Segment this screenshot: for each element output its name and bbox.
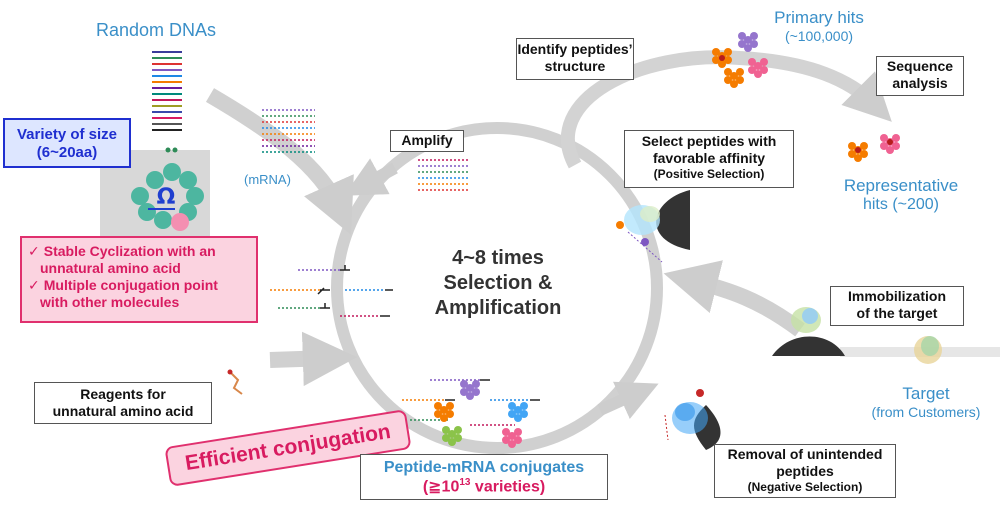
conjugates-line1: Peptide-mRNA conjugates (383, 459, 585, 476)
removal-box: Removal of unintended peptides (Negative… (714, 444, 896, 498)
cycle-label-line1: 4~8 times (452, 247, 544, 269)
selection-cycle-ring (331, 122, 663, 454)
representative-hits-label: Representative hits (~200) (826, 176, 976, 214)
variety-line1: Variety of size (16, 126, 118, 143)
representative-hits-peptides (848, 134, 900, 162)
mrna-label: (mRNA) (244, 172, 291, 187)
feature-2-line1: Multiple conjugation point (43, 277, 218, 293)
identify-line1: Identify peptides’ (517, 41, 633, 57)
conjugates-box: Peptide-mRNA conjugates (≧1013 varieties… (360, 454, 608, 500)
feature-item-1: ✓Stable Cyclization with an (28, 243, 250, 260)
identify-line2: structure (544, 57, 606, 74)
cyclic-peptide-icon: Ω (131, 147, 204, 231)
sequence-line1: Sequence (886, 58, 954, 74)
reagent-molecule-icon (227, 369, 243, 395)
removal-line1: Removal of unintended (727, 446, 883, 462)
feature-1-line2: unnatural amino acid (40, 260, 181, 276)
protein-negative-icon (664, 389, 708, 441)
cycle-arrow-right (597, 381, 659, 419)
dna-input-arrow (205, 88, 354, 235)
representative-line2: hits (~200) (862, 196, 940, 213)
amplify-box: Amplify (390, 130, 464, 152)
feature-1-line1: Stable Cyclization with an (43, 243, 216, 259)
select-line2: favorable affinity (652, 149, 766, 166)
conjugates-exponent: 13 (459, 477, 471, 489)
cycle-label-line2: Selection & (443, 272, 553, 294)
features-box: ✓Stable Cyclization with an unnatural am… (20, 236, 258, 323)
select-line1: Select peptides with (641, 133, 777, 149)
representative-line1: Representative (843, 176, 959, 195)
protein-immobilized-icon (791, 307, 821, 333)
target-line1: Target (902, 384, 950, 403)
constructs-left (270, 265, 393, 317)
conjugate-peptides (434, 380, 528, 448)
reagent-input-arrow (269, 331, 358, 387)
reagents-line1: Reagents for (80, 386, 166, 402)
target-input-arrow (663, 260, 805, 337)
mrna-strands (262, 109, 315, 153)
random-dna-strands (152, 51, 182, 131)
conjugates-line2: (≧1013 varieties) (361, 477, 607, 497)
feature-item-2: ✓Multiple conjugation point (28, 277, 250, 294)
svg-text:Ω: Ω (157, 185, 176, 210)
positive-selection-bead (656, 190, 690, 250)
removal-line3: (Negative Selection) (747, 479, 863, 494)
amplify-label: Amplify (401, 132, 453, 148)
conjugate-strands (402, 379, 540, 426)
protein-target-icon (914, 336, 942, 364)
reagents-box: Reagents for unnatural amino acid (34, 382, 212, 424)
immobilization-bead (772, 336, 845, 356)
target-label: Target (from Customers) (858, 384, 994, 420)
immobilization-box: Immobilization of the target (830, 286, 964, 326)
primary-hits-peptides (712, 32, 768, 88)
amplify-strands (418, 159, 470, 191)
primary-hits-line1: Primary hits (774, 8, 864, 27)
reagents-line2: unnatural amino acid (52, 402, 194, 419)
sequence-line2: analysis (892, 74, 948, 91)
sequence-box: Sequence analysis (876, 56, 964, 96)
cycle-label-line3: Amplification (434, 297, 562, 319)
protein-positive-icon (616, 205, 663, 263)
immobilization-line2: of the target (856, 304, 938, 321)
select-box: Select peptides with favorable affinity … (624, 130, 794, 188)
identify-box: Identify peptides’ structure (516, 38, 634, 80)
check-icon: ✓ (28, 277, 40, 293)
cycle-label: 4~8 times Selection & Amplification (418, 246, 578, 321)
removal-line2: peptides (776, 462, 834, 479)
variety-box: Variety of size (6~20aa) (3, 118, 131, 168)
check-icon: ✓ (28, 243, 40, 259)
primary-hits-label: Primary hits (~100,000) (764, 8, 874, 44)
conjugates-suffix: varieties) (470, 478, 546, 496)
conjugates-prefix: (≧10 (422, 478, 460, 496)
feature-2-line2: with other molecules (40, 294, 180, 310)
immobilization-line1: Immobilization (848, 288, 946, 304)
variety-line2: (6~20aa) (36, 144, 98, 161)
select-line3: (Positive Selection) (653, 166, 765, 181)
cycle-arrow-left (344, 158, 398, 196)
random-dnas-label: Random DNAs (96, 20, 217, 40)
primary-hits-line2: (~100,000) (784, 28, 854, 44)
target-line2: (from Customers) (871, 404, 981, 420)
